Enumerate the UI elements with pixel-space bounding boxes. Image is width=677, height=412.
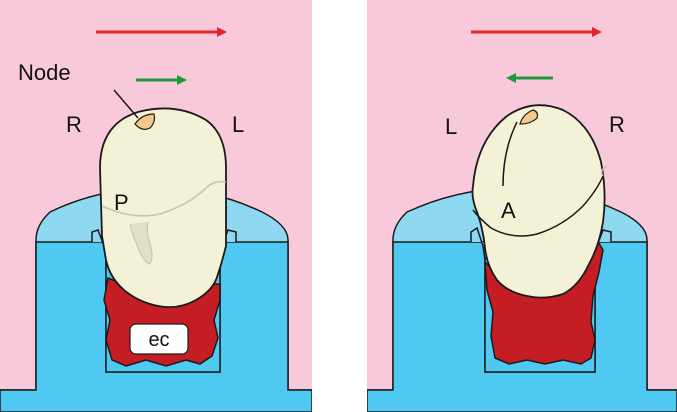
side-label-right: L	[232, 112, 244, 137]
embryo	[473, 105, 605, 297]
node-label: Node	[18, 60, 71, 85]
right-panel: L R A	[367, 0, 677, 412]
structure-label: A	[501, 198, 516, 223]
structure-label: P	[114, 190, 129, 215]
ec-label-box: ec	[130, 324, 188, 354]
side-label-left: L	[445, 114, 457, 139]
left-panel: Node R L P ec	[0, 0, 312, 412]
side-label-left: R	[66, 112, 82, 137]
ec-label: ec	[148, 329, 169, 351]
side-label-right: R	[609, 112, 625, 137]
